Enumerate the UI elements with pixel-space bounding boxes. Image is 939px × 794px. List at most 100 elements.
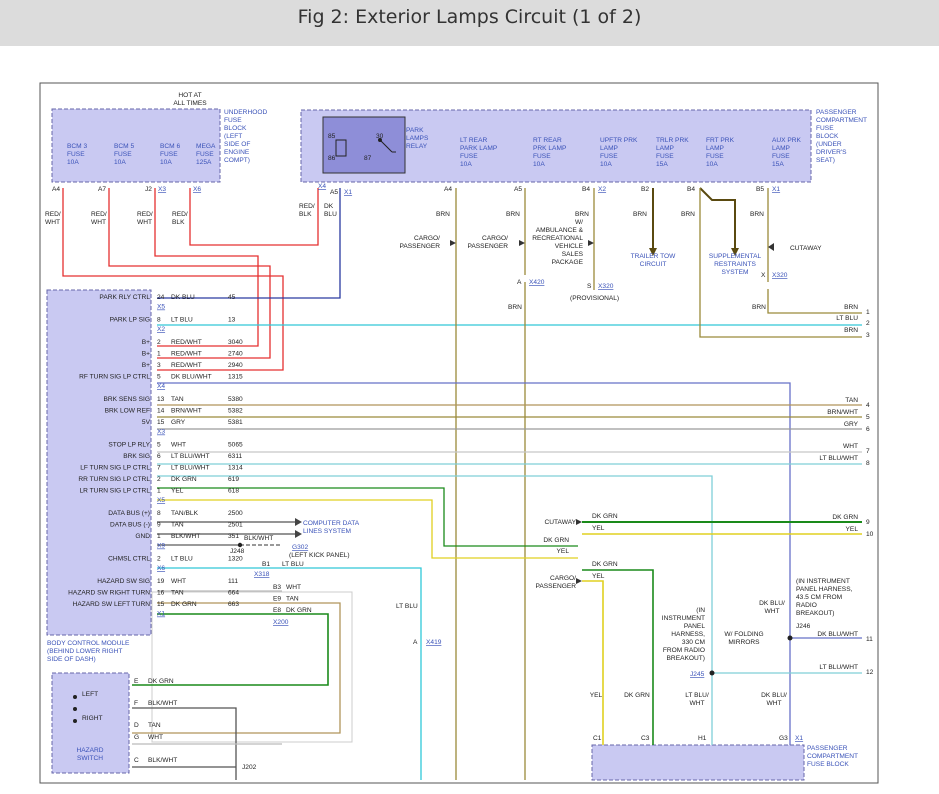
connector-pin: F bbox=[134, 700, 138, 707]
bcm-pin-label: DATA BUS (-) bbox=[110, 522, 150, 529]
row-number: 7 bbox=[866, 448, 870, 455]
passenger-fuse: LAMP bbox=[706, 145, 725, 152]
passenger-fuse: AUX PRK bbox=[772, 137, 802, 144]
circuit-number: 2740 bbox=[228, 351, 243, 358]
bcm-pin: 2 bbox=[157, 339, 161, 346]
connector-pin: X3 bbox=[158, 186, 166, 193]
wire-color: DK GRN bbox=[148, 678, 174, 685]
wire-color: YEL bbox=[557, 548, 570, 555]
splice-j246 bbox=[787, 635, 793, 641]
passenger-fuse: 10A bbox=[533, 161, 545, 168]
wire-color: RED/ bbox=[299, 203, 315, 210]
passenger-fuse: FUSE bbox=[656, 153, 674, 160]
harness-note: BREAKOUT) bbox=[796, 610, 834, 617]
passenger-fuse: 10A bbox=[706, 161, 718, 168]
bcm-pin: 5 bbox=[157, 374, 161, 381]
connector-pin: E8 bbox=[273, 607, 281, 614]
wire-red-blk bbox=[189, 188, 319, 246]
wire-lt-blu-wht-2 bbox=[157, 475, 713, 745]
hazard-switch-label: SWITCH bbox=[77, 755, 103, 762]
circuit-number: 1314 bbox=[228, 465, 243, 472]
wire-color: GRY bbox=[171, 419, 186, 426]
passenger-fuse-label: (UNDER bbox=[816, 141, 842, 148]
harness-note: HARNESS, bbox=[671, 631, 705, 638]
harness-note: RADIO bbox=[796, 602, 817, 609]
row-number: 8 bbox=[866, 460, 870, 467]
supplemental-restraints-label: RESTRAINTS bbox=[714, 261, 756, 268]
row-number: 9 bbox=[866, 519, 870, 526]
bcm-pin-label: B+ bbox=[142, 351, 150, 358]
circuit-number: 3040 bbox=[228, 339, 243, 346]
wire-color: TAN bbox=[171, 396, 184, 403]
harness-note: INSTRUMENT bbox=[662, 615, 705, 622]
wire-color: YEL bbox=[171, 488, 184, 495]
bcm-pin: 1 bbox=[157, 533, 161, 540]
passenger-fuse-block-bottom bbox=[591, 744, 805, 781]
hazard-region bbox=[151, 591, 353, 743]
cargo-label: CARGO/ bbox=[550, 575, 576, 582]
wire-color: RED/ bbox=[91, 211, 107, 218]
underhood-fuse: 10A bbox=[114, 159, 126, 166]
supplemental-restraints-label: SUPPLEMENTAL bbox=[709, 253, 762, 260]
wire-color: RED/WHT bbox=[171, 362, 202, 369]
bcm-pin-label: BRK LOW REF bbox=[105, 408, 150, 415]
ambulance-label: RECREATIONAL bbox=[532, 235, 583, 242]
connector-pin: A bbox=[517, 279, 522, 286]
wire-color: DK GRN bbox=[543, 537, 569, 544]
wire-color: BLK/WHT bbox=[171, 533, 200, 540]
relay-label: PARK bbox=[406, 127, 424, 134]
hot-label: ALL TIMES bbox=[173, 100, 207, 107]
connector-pin: A5 bbox=[330, 189, 338, 196]
arrow-data-1 bbox=[295, 518, 302, 526]
underhood-label: BLOCK bbox=[224, 125, 247, 132]
passenger-fuse: FRT PRK bbox=[706, 137, 735, 144]
wire-color: LT BLU/WHT bbox=[819, 664, 858, 671]
connector-pin: X5 bbox=[157, 304, 165, 311]
circuit-number: 6311 bbox=[228, 453, 243, 460]
splice-label: J248 bbox=[230, 548, 245, 555]
wire-color: WHT bbox=[45, 219, 60, 226]
connector-pin: C1 bbox=[593, 735, 602, 742]
connector-pin: X1 bbox=[795, 735, 803, 742]
passenger-fuse: LAMP bbox=[600, 145, 619, 152]
splice-label: J246 bbox=[796, 623, 811, 630]
bcm-pin: 14 bbox=[157, 408, 165, 415]
bcm-pin: 2 bbox=[157, 556, 161, 563]
bcm-pin-label: B+ bbox=[142, 362, 150, 369]
wire-color: RED/ bbox=[137, 211, 153, 218]
underhood-fuse: BCM 5 bbox=[114, 143, 134, 150]
arrow-data-2 bbox=[295, 530, 302, 538]
wire-color: DK BLU/ bbox=[759, 600, 785, 607]
circuit-number: 351 bbox=[228, 533, 239, 540]
connector-pin: X318 bbox=[254, 571, 270, 578]
connector-pin: S bbox=[587, 283, 592, 290]
cutaway-label: CUTAWAY bbox=[790, 245, 822, 252]
row-number: 12 bbox=[866, 669, 874, 676]
wire-color: BRN bbox=[575, 211, 589, 218]
bcm-pin-label: GND bbox=[135, 533, 150, 540]
connector-pin: X1 bbox=[344, 189, 352, 196]
harness-note: BREAKOUT) bbox=[667, 655, 705, 662]
harness-note: PANEL HARNESS, bbox=[796, 586, 853, 593]
wire-brn-supp bbox=[699, 187, 736, 250]
wire-color: BLK/WHT bbox=[244, 535, 273, 542]
connector-pin: X6 bbox=[157, 565, 165, 572]
bcm-pin: 8 bbox=[157, 510, 161, 517]
bcm-pin: 19 bbox=[157, 578, 165, 585]
circuit-number: 664 bbox=[228, 590, 239, 597]
wire-red-3 bbox=[154, 188, 259, 347]
connector-pin: X3 bbox=[157, 429, 165, 436]
wire-color: TAN bbox=[171, 590, 184, 597]
trailer-tow-label: CIRCUIT bbox=[640, 261, 667, 268]
connector-pin: X320 bbox=[598, 283, 614, 290]
ambulance-label: VEHICLE bbox=[555, 243, 584, 250]
wire-dk-blu bbox=[157, 188, 341, 299]
splice-j245 bbox=[709, 670, 715, 676]
bcm-name: SIDE OF DASH) bbox=[47, 656, 96, 663]
passenger-fuse: FUSE bbox=[600, 153, 618, 160]
bcm-pin-label: B+ bbox=[142, 339, 150, 346]
arrow-cargo3 bbox=[576, 578, 582, 584]
bcm-pin-label: STOP LP RLY bbox=[108, 442, 150, 449]
